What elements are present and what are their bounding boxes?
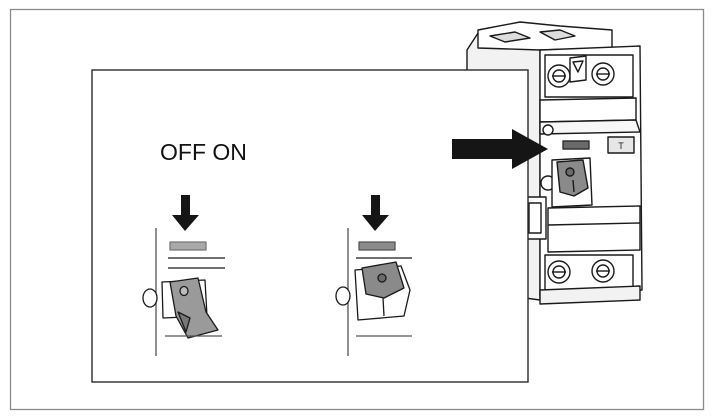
down-arrow-icon <box>172 195 199 231</box>
off-lever-detail <box>142 195 225 356</box>
svg-text:T: T <box>618 141 624 151</box>
toggle-lever-icon <box>556 159 589 197</box>
off-on-label: OFF ON <box>160 139 247 165</box>
right-arrow-icon <box>452 129 548 169</box>
on-lever-detail <box>335 195 412 356</box>
detail-panel <box>91 69 529 383</box>
down-arrow-icon <box>362 195 389 231</box>
